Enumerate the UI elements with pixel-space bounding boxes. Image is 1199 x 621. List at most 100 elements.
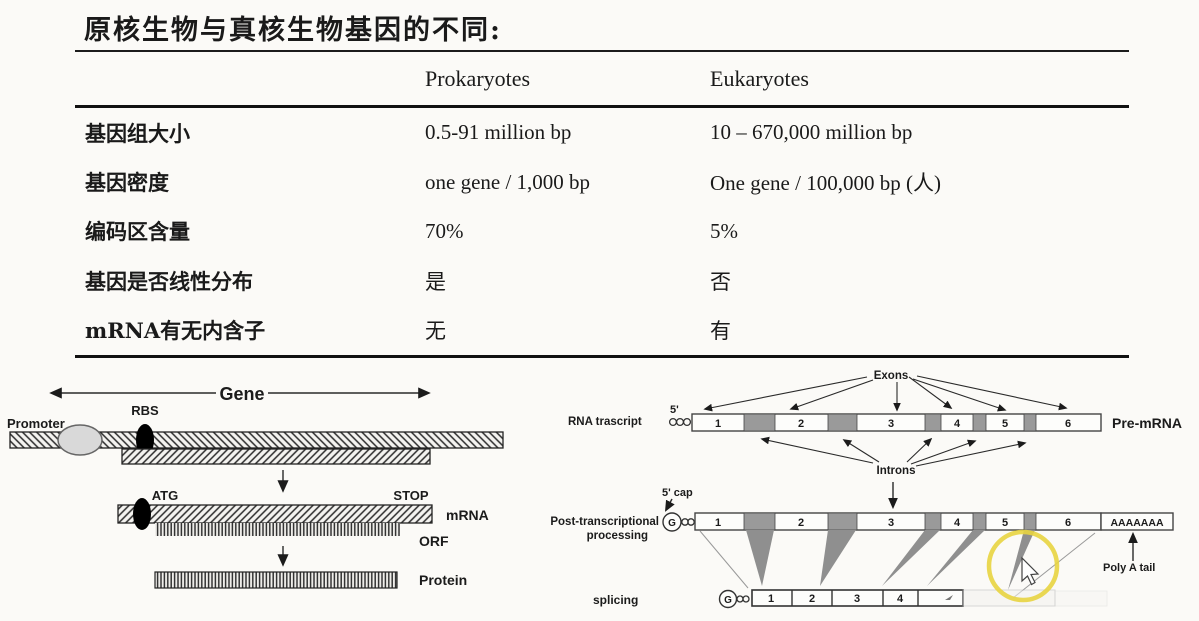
five-prime-label: 5' [670, 404, 679, 416]
row-pro-value: one gene / 1,000 bp [425, 169, 591, 194]
spliced-exon-number: 4 [897, 593, 904, 605]
exon-number: 4 [954, 517, 961, 529]
promoter-label: Promoter [7, 416, 65, 431]
row-label: mRNA有无内含子 [85, 318, 266, 344]
splicing-label: splicing [593, 593, 638, 607]
protein-label: Protein [419, 572, 467, 588]
row-eu-value: 5% [710, 218, 738, 243]
table-row: 编码区含量 70% 5% [75, 207, 1129, 256]
mrna-label: mRNA [446, 507, 489, 523]
row-pro-value: 是 [425, 269, 446, 294]
row-eu-value: One gene / 100,000 bp (人) [710, 171, 941, 196]
cap-chain-icon [681, 518, 695, 526]
exon-number: 1 [715, 418, 721, 430]
orf-bar [155, 523, 400, 536]
row-eu-value: 有 [710, 319, 731, 344]
transcribed-region-bar [121, 448, 431, 465]
highlight-circle [986, 529, 1060, 603]
pre-mrna-label: Pre-mRNA [1112, 415, 1182, 431]
mouse-cursor-icon [1021, 556, 1040, 586]
post-processing-label-line2: processing [587, 530, 648, 542]
splice-funnel [820, 530, 856, 586]
spliced-exon-number: 1 [768, 593, 774, 605]
five-cap-label: 5' cap [662, 487, 693, 499]
row-label: 基因密度 [85, 170, 169, 196]
row-pro-value: 无 [425, 319, 446, 344]
prokaryote-gene-diagram: Gene Promoter RBS ATG STOP mRNA ORF Prot… [7, 384, 504, 589]
orf-label: ORF [419, 533, 449, 549]
intron-segment [924, 512, 942, 531]
splice-edge-line [1012, 532, 1096, 599]
exon-number: 3 [888, 517, 894, 529]
splice-funnel [927, 530, 985, 586]
post-processing-label-line1: Post-transcriptional [550, 516, 659, 528]
exon-number: 2 [798, 418, 804, 430]
ghost-bar [1054, 590, 1108, 607]
row-pro-value: 70% [425, 218, 464, 243]
header-eukaryotes: Eukaryotes [710, 65, 809, 91]
comparison-table: Prokaryotes Eukaryotes 基因组大小 0.5-91 mill… [75, 50, 1129, 358]
start-codon-marker [133, 498, 151, 530]
exon-number: 2 [798, 517, 804, 529]
mrna-bar [117, 504, 433, 524]
table-row: 基因是否线性分布 是 否 [75, 256, 1129, 305]
faint-mark [945, 595, 953, 600]
polya-seq: AAAAAAA [1110, 517, 1163, 529]
intron-segment [972, 512, 987, 531]
row-pro-value: 0.5-91 million bp [425, 120, 572, 145]
row-label: 基因是否线性分布 [85, 268, 253, 294]
exons-label: Exons [874, 370, 909, 382]
exon-number: 4 [954, 418, 961, 430]
exon-number: 6 [1065, 418, 1071, 430]
eukaryote-processing-diagram: Exons RNA trascript 5' 1 [550, 370, 1182, 609]
intron-segment [743, 512, 776, 531]
exon-number: 6 [1065, 517, 1071, 529]
spliced-exon-number: 2 [809, 593, 815, 605]
intron-segment [1023, 413, 1037, 432]
table-row: mRNA有无内含子 无 有 [75, 306, 1129, 355]
intron-segment [972, 413, 987, 432]
intron-segment [743, 413, 776, 432]
exon-number: 5 [1002, 418, 1008, 430]
processed-mrna-bar: 1 2 3 4 5 6 AAAAAAA [694, 512, 1174, 531]
exon-number: 5 [1002, 517, 1008, 529]
cap-arrow [664, 498, 675, 512]
spliced-exon-number: 3 [854, 593, 860, 605]
splice-funnel [882, 530, 940, 586]
table-row: 基因组大小 0.5-91 million bp 10 – 670,000 mil… [75, 108, 1129, 157]
polya-label: Poly A tail [1103, 562, 1155, 574]
pre-mrna-bar: 1 2 3 4 5 6 [691, 413, 1102, 432]
stop-label: STOP [393, 488, 428, 503]
table-header-row: Prokaryotes Eukaryotes [75, 52, 1129, 108]
header-prokaryotes: Prokaryotes [425, 65, 531, 91]
g-cap-letter: G [668, 518, 676, 529]
rna-transcript-label: RNA trascript [568, 416, 642, 428]
exon-number: 3 [888, 418, 894, 430]
row-eu-value: 10 – 670,000 million bp [710, 120, 913, 145]
intron-segment [827, 512, 858, 531]
g-cap-icon [662, 512, 682, 532]
slide-title: 原核生物与真核生物基因的不同: [84, 15, 502, 46]
introns-arrows [760, 436, 1027, 467]
table-row: 基因密度 one gene / 1,000 bp One gene / 100,… [75, 157, 1129, 206]
gene-label: Gene [219, 384, 264, 404]
row-eu-value: 否 [710, 269, 731, 294]
row-label: 编码区含量 [85, 219, 190, 245]
g-cap-letter: G [724, 595, 732, 606]
promoter-ellipse [57, 424, 103, 456]
polya-box [1100, 512, 1174, 531]
rbs-label: RBS [131, 403, 159, 418]
splice-edge-line [699, 530, 749, 589]
splice-funnel [746, 530, 774, 586]
protein-bar [154, 571, 398, 589]
exon-number: 1 [715, 517, 721, 529]
exons-arrows [703, 375, 1068, 412]
intron-segment [924, 413, 942, 432]
cap-chain-icon [668, 417, 692, 427]
intron-segment [827, 413, 858, 432]
dna-bar [9, 431, 504, 449]
spliced-mrna-bar: 1 2 3 4 [751, 589, 1108, 607]
rbs-marker [136, 424, 154, 456]
atg-label: ATG [152, 488, 178, 503]
